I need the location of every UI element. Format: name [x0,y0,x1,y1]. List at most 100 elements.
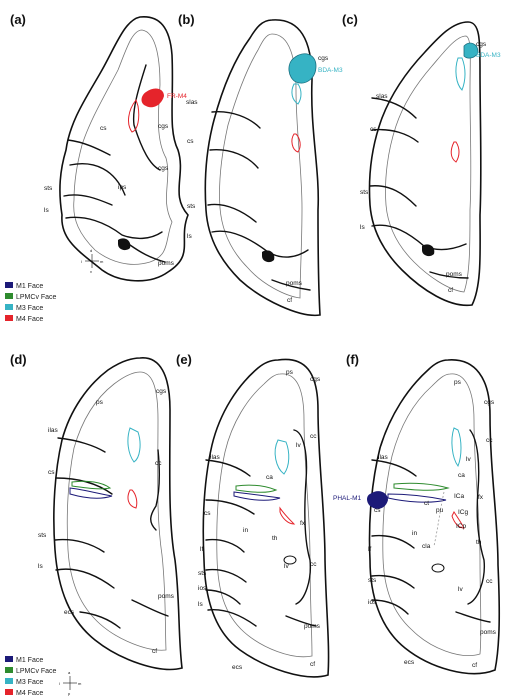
label-sts-c: sts [360,189,369,196]
label-ica-f: ICa [454,493,465,500]
white-matter-e [216,373,313,658]
sulcus-sts-b [207,203,257,223]
sulcus-sts-a [63,194,113,206]
white-matter-b [219,33,303,299]
sulcus-ips-a [69,163,126,196]
label-ct-f: ct [424,500,429,507]
fx-lv-contour-e [293,429,312,605]
label-pu-f: pu [436,507,444,514]
label-ips-a: ips [118,184,127,191]
label-ls-c: ls [360,224,365,231]
panel-label-f: (f) [346,352,359,367]
label-cc-f: cc [486,437,493,444]
sulcus-ilas-f [371,459,417,477]
label-cla-f: cla [422,543,431,550]
legend-top: M1 Face LPMCv Face M3 Face M4 Face d v l… [5,248,104,323]
compass-icon-bottom: a p l m [59,670,82,696]
panel-a: (a) FR-M4 cs cgs cgs ips sts ls poms [10,12,189,282]
panel-f: (f) ps cgs cc lv ilas ca fx ICa pu ICg c… [333,352,501,675]
label-poms-a: poms [158,260,175,267]
label-ios-e: ios [198,585,207,592]
label-sts-f: sts [368,577,377,584]
label-ilas-e: ilas [210,454,221,461]
tracer-label-bda-m3-b: BDA-M3 [318,67,343,74]
svg-text:l: l [59,681,60,686]
label-ecs-d: ecs [64,609,75,616]
label-cs-d: cs [48,469,55,476]
sulcus-ilas-e [205,459,251,477]
tracer-label-fr-m4: FR-M4 [167,93,187,100]
label-slas-b: slas [186,99,198,106]
label-cc2-e: cc [310,561,317,568]
label-cf-d: cf [152,648,157,655]
label-cgs-e: cgs [310,376,321,383]
label-slas-c: slas [376,93,388,100]
sulcus-sts-d [54,538,105,553]
sulcus-ls-d [55,568,115,589]
label-fx-f: fx [478,494,484,501]
label-ilas-f: ilas [378,454,389,461]
white-matter-f [382,373,482,656]
label-poms-f: poms [480,629,497,636]
label-ca-f: ca [458,472,465,479]
label-cf-c: cf [448,287,453,294]
label-cgs-a1: cgs [158,123,169,130]
legend-label-lpmcv-top: LPMCv Face [16,294,57,301]
section-outline-c [368,21,482,307]
legend-swatch-lpmcv-top [5,293,13,299]
sulcus-ls-e [207,609,257,627]
label-lf-f: lf [368,546,371,553]
white-matter-a [73,29,173,265]
m1-region-f [387,493,447,503]
legend-label-m4-top: M4 Face [16,316,43,323]
m1-region-d [69,487,113,499]
label-lv-e: lv [296,442,301,449]
label-icp-f: ICp [456,523,467,530]
m3-region-b [291,83,302,105]
svg-text:m: m [78,681,82,686]
sulcus-poms-a [129,244,166,263]
svg-text:v: v [90,269,92,274]
m3-region-c [455,57,466,91]
sulcus-poms-d [131,599,169,617]
panel-c: (c) cgs BDA-M3 slas cs sts ls poms cf [342,12,501,307]
label-cs-a: cs [100,125,107,132]
sulcus-poms-f [455,611,491,623]
sulcus-ios-e [205,589,241,605]
sulcus-ecs-d [79,611,121,629]
label-lv2-e: lv [284,563,289,570]
label-th-f: th [476,539,482,546]
sulcus-sts-e [205,568,247,583]
sulcus-cs-b [209,149,259,169]
label-ecs-f: ecs [404,659,415,666]
sulcus-poms-e [285,615,317,627]
legend-label-m1-bottom: M1 Face [16,657,43,664]
panel-d: (d) ps cgs ilas cs cc sts ls poms ecs cf… [10,352,183,696]
label-ls-d: ls [38,563,43,570]
injection-site-bda-m3-c [463,42,479,59]
sulcus-cs-e [205,499,255,515]
m4-region-d [127,489,138,509]
section-outline-d [53,357,183,671]
sulcus-sts-c [369,185,417,207]
svg-text:a: a [68,670,71,675]
tracer-label-phal-m1: PHAL-M1 [333,495,362,502]
section-outline-b [204,19,321,317]
label-lv-f: lv [466,456,471,463]
legend-bottom: M1 Face LPMCv Face M3 Face M4 Face [5,656,57,697]
injection-site-bda-m3-b [288,53,317,84]
sulcus-cc-d [150,449,161,531]
white-matter-c [385,35,472,293]
label-th-e: th [272,535,278,542]
label-cgs-d: cgs [156,388,167,395]
sulcus-cgs-a [132,64,161,171]
sulcus-slas-b [211,111,261,129]
legend-label-m1-top: M1 Face [16,283,43,290]
m4-label-region-a [128,98,140,133]
section-outline-f [368,359,501,675]
sulcus-lf-e [205,538,245,553]
panel-e: (e) ps cgs cc lv ilas ca cs fx th in lf … [176,352,330,678]
legend-swatch-m3-bottom [5,678,13,684]
injection-site-fr-m4 [141,88,164,108]
